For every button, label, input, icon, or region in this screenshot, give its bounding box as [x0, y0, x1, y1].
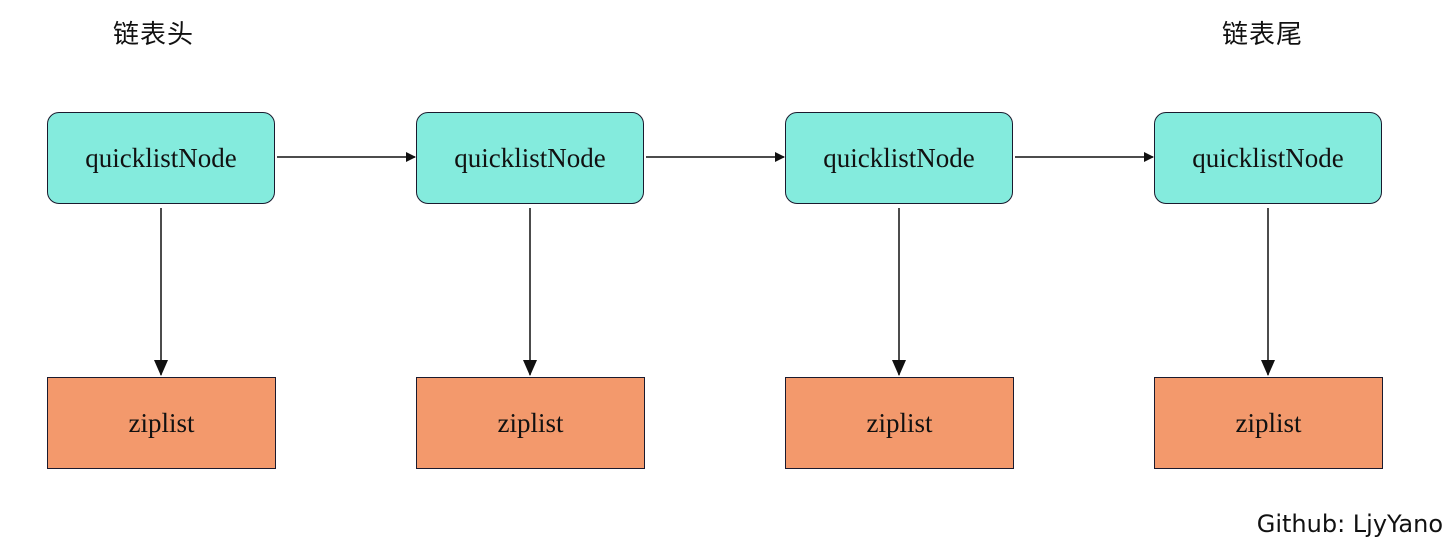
ziplist-box-3: ziplist [785, 377, 1014, 469]
ziplist-box-4: ziplist [1154, 377, 1383, 469]
ziplist-box-1: ziplist [47, 377, 276, 469]
list-head-label: 链表头 [113, 20, 195, 50]
quicklist-node-4: quicklistNode [1154, 112, 1382, 204]
list-tail-label: 链表尾 [1222, 20, 1304, 50]
quicklist-node-1: quicklistNode [47, 112, 275, 204]
quicklist-node-2: quicklistNode [416, 112, 644, 204]
watermark-text: Github: LjyYano [1256, 510, 1443, 538]
ziplist-box-2: ziplist [416, 377, 645, 469]
quicklist-node-3: quicklistNode [785, 112, 1013, 204]
